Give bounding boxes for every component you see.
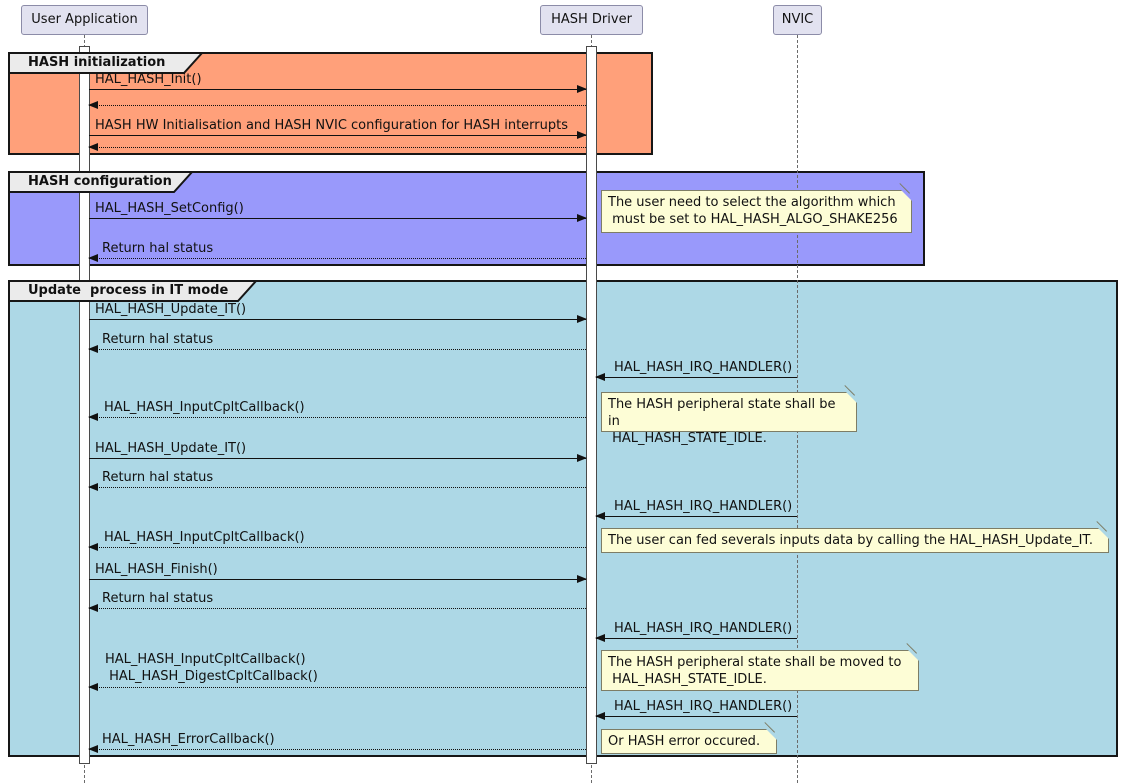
message-label: HAL_HASH_Init() [95,72,202,87]
message-label: Return hal status [102,591,214,606]
arrowhead-left-icon [88,543,98,551]
frame-tab-update-process: Update process in IT mode [8,280,260,302]
message-label: HASH HW Initialisation and HASH NVIC con… [95,118,568,133]
arrowhead-right-icon [577,131,587,139]
return-arrow [88,345,586,353]
message-arrow [89,131,587,139]
arrowhead-left-icon [88,683,98,691]
arrowhead-left-icon [88,101,98,109]
message-arrow [89,575,587,583]
arrowhead-left-icon [88,413,98,421]
frame-title: Update process in IT mode [28,283,229,298]
message-arrow [89,85,587,93]
return-arrow [88,413,586,421]
message-label: HAL_HASH_Update_IT() [95,441,247,456]
arrowhead-left-icon [88,143,98,151]
message-label: Return hal status [102,332,214,347]
note-fold-icon [1098,528,1109,539]
arrowhead-left-icon [595,712,605,720]
return-arrow [88,745,586,753]
note-state-idle-1: The HASH peripheral state shall be in HA… [601,385,857,446]
message-label: Return hal status [102,241,214,256]
activation-hash-driver [586,46,597,764]
note-text: The user can fed severals inputs data by… [608,533,1093,548]
message-label: HAL_HASH_SetConfig() [95,201,244,216]
note-text: The user need to select the algorithm wh… [608,195,898,227]
arrowhead-right-icon [577,454,587,462]
message-label: HAL_HASH_Update_IT() [95,302,247,317]
participant-nvic: NVIC [773,5,822,35]
activation-user-application [79,46,90,764]
frame-tab-hash-initialization: HASH initialization [8,52,206,74]
frame-tab-shape [8,280,259,302]
note-fold-icon [766,729,777,740]
message-arrow [595,712,797,720]
note-text: The HASH peripheral state shall be in HA… [608,397,836,446]
note-fold-icon [901,190,912,201]
arrowhead-left-icon [595,512,605,520]
message-arrow [595,634,797,642]
message-label: HAL_HASH_Finish() [95,562,218,577]
return-arrow [88,604,586,612]
message-arrow [89,315,587,323]
frame-tab-shape [8,171,195,193]
arrowhead-right-icon [577,315,587,323]
note-several-inputs: The user can fed severals inputs data by… [601,521,1109,553]
arrowhead-right-icon [577,575,587,583]
message-label: HAL_HASH_InputCpltCallback() HAL_HASH_Di… [105,652,318,684]
note-error: Or HASH error occured. [601,722,777,754]
return-arrow [88,143,586,151]
arrowhead-left-icon [88,254,98,262]
note-state-idle-2: The HASH peripheral state shall be moved… [601,643,919,691]
return-arrow [88,683,586,691]
message-label: HAL_HASH_IRQ_HANDLER() [614,360,793,375]
frame-tab-hash-configuration: HASH configuration [8,171,196,193]
message-label: HAL_HASH_IRQ_HANDLER() [614,699,793,714]
return-arrow [88,543,586,551]
frame-update-process [8,280,1118,757]
participant-user-application: User Application [21,5,148,35]
note-fold-icon [846,392,857,403]
participant-hash-driver: HASH Driver [540,5,643,35]
note-algorithm: The user need to select the algorithm wh… [601,183,912,233]
message-arrow [595,373,797,381]
arrowhead-left-icon [88,745,98,753]
message-arrow [89,454,587,462]
arrowhead-left-icon [88,345,98,353]
return-arrow [88,254,586,262]
message-label: Return hal status [102,470,214,485]
frame-title: HASH initialization [28,55,166,70]
arrowhead-right-icon [577,85,587,93]
frame-title: HASH configuration [28,174,172,189]
message-arrow [595,512,797,520]
arrowhead-left-icon [88,483,98,491]
arrowhead-left-icon [595,373,605,381]
note-text: The HASH peripheral state shall be moved… [608,655,902,687]
return-arrow [88,101,586,109]
arrowhead-left-icon [595,634,605,642]
message-label: HAL_HASH_ErrorCallback() [102,732,275,747]
note-text: Or HASH error occured. [608,734,761,749]
return-arrow [88,483,586,491]
message-arrow [89,214,587,222]
note-fold-icon [908,650,919,661]
arrowhead-left-icon [88,604,98,612]
message-label: HAL_HASH_IRQ_HANDLER() [614,621,793,636]
frame-tab-shape [8,52,205,74]
arrowhead-right-icon [577,214,587,222]
message-label: HAL_HASH_InputCpltCallback() [104,530,305,545]
message-label: HAL_HASH_InputCpltCallback() [104,400,305,415]
message-label: HAL_HASH_IRQ_HANDLER() [614,499,793,514]
